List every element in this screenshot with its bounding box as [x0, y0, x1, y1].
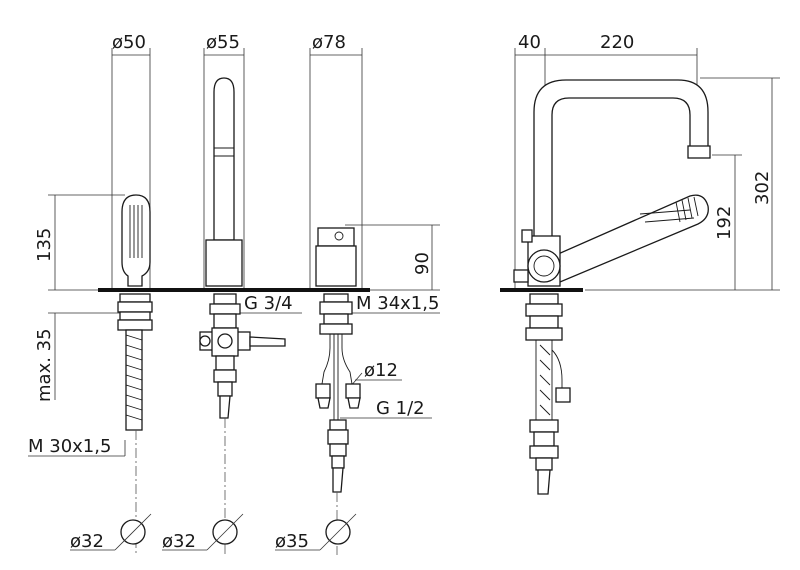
dim-height-192: 192	[714, 206, 735, 240]
dim-thread-g12: G 1/2	[376, 398, 425, 419]
dim-height-302: 302	[752, 171, 773, 205]
dim-thread-m30: M 30x1,5	[28, 436, 111, 457]
dim-height-135: 135	[34, 228, 55, 262]
dim-diameter-78: ø78	[312, 32, 346, 53]
dim-hole-35: ø35	[275, 531, 309, 552]
dim-thread-g34: G 3/4	[244, 293, 293, 314]
mixer-valve	[315, 227, 361, 555]
dim-diameter-50: ø50	[112, 32, 146, 53]
hole-diameter-symbols	[70, 513, 357, 551]
dim-reach-220: 220	[600, 32, 634, 53]
dim-offset-40: 40	[518, 32, 541, 53]
dim-diameter-55: ø55	[206, 32, 240, 53]
dim-height-90: 90	[412, 252, 433, 275]
side-view-faucet	[513, 79, 711, 495]
dim-thread-m34: M 34x1,5	[356, 293, 439, 314]
hand-shower-holder	[117, 194, 153, 555]
dim-max-35: max. 35	[34, 328, 55, 402]
dim-hole-32-b: ø32	[162, 531, 196, 552]
dim-hole-32-a: ø32	[70, 531, 104, 552]
dim-diameter-12: ø12	[364, 360, 398, 381]
dimension-labels: ø50 ø55 ø78 135 max. 35 M 30x1,5 G 3/4 M…	[28, 32, 773, 552]
spout	[199, 77, 286, 555]
